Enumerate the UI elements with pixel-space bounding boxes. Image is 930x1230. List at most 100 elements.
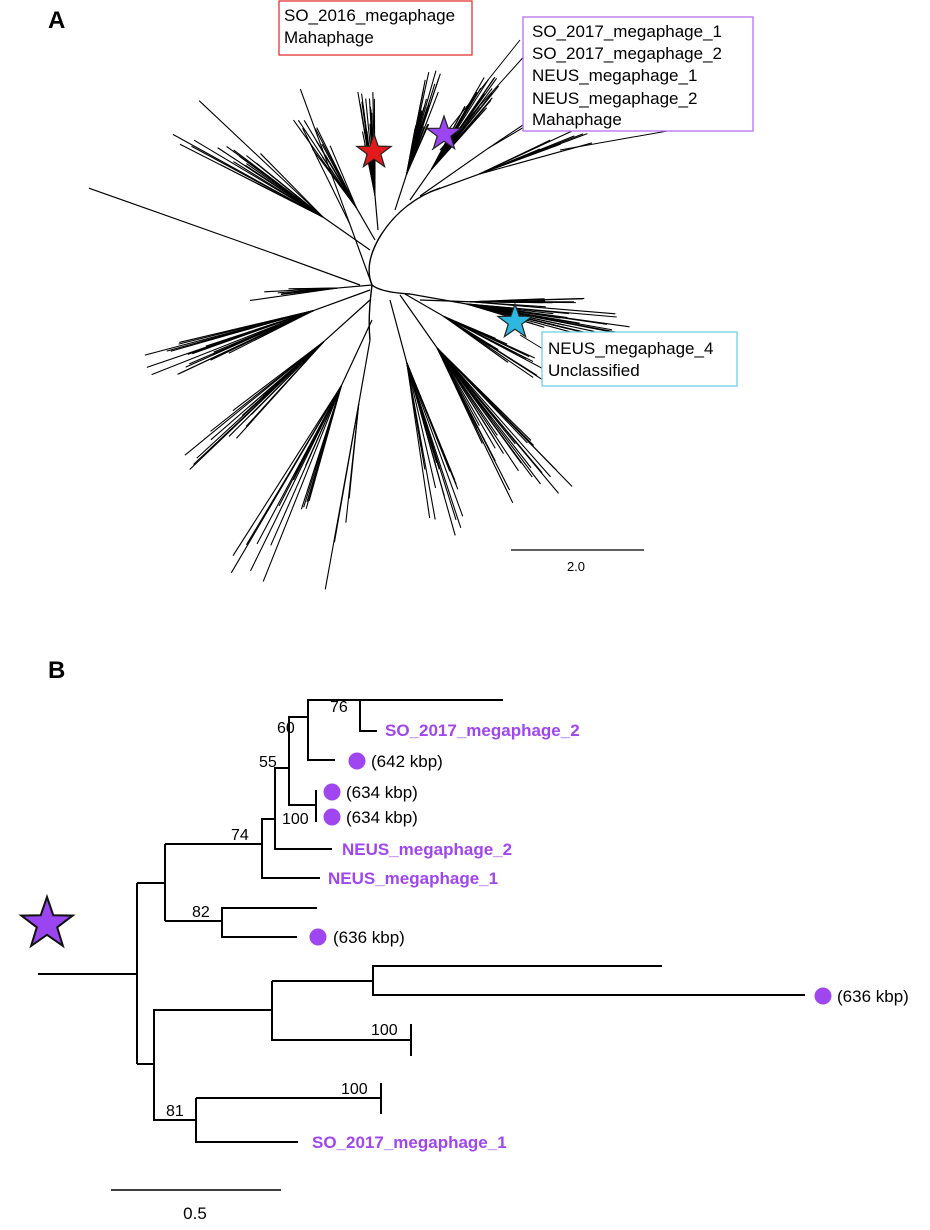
tree-branch (198, 100, 324, 218)
tree-branch (323, 299, 371, 343)
branch-60 (288, 716, 335, 768)
callout-blue: NEUS_megaphage_4 Unclassified (541, 331, 738, 387)
tree-branch (355, 207, 376, 241)
support-82: 82 (192, 904, 210, 921)
leaf-636-kbp-b: (636 kbp) (837, 987, 909, 1006)
star-purple-large-icon (18, 893, 76, 949)
callout-purple-line-2: SO_2017_megaphage_2 (532, 44, 722, 63)
support-100-b: 100 (371, 1022, 398, 1039)
tree-branch (406, 90, 424, 175)
star-purple-icon (425, 114, 463, 151)
tree-branch (436, 347, 498, 436)
tree-branch (228, 341, 324, 437)
tree-branch (439, 51, 529, 151)
tree-branch (399, 294, 438, 349)
tree-branch (88, 187, 274, 254)
leaf-dot-634-b (323, 808, 341, 826)
callout-purple-box (522, 16, 754, 132)
callout-purple-line-5: Mahaphage (532, 110, 622, 129)
tree-branch (406, 362, 431, 519)
tree-branch (409, 168, 433, 201)
tree-branch (280, 287, 338, 296)
tree-branch (210, 310, 314, 361)
leaf-dot-642 (348, 752, 366, 770)
tree-branch (349, 223, 373, 286)
tree-backbone (368, 187, 441, 341)
branch-upper (137, 844, 166, 921)
support-81: 81 (166, 1103, 184, 1120)
leaf-so2017-megaphage-2: SO_2017_megaphage_2 (385, 721, 580, 740)
leaf-dot-636-b (814, 987, 832, 1005)
star-red-icon (355, 132, 393, 169)
branch-lower (137, 1009, 272, 1121)
tree-branch (262, 385, 342, 582)
tree-branch (322, 216, 371, 251)
branch-long (271, 965, 805, 1041)
callout-blue-line-1: NEUS_megaphage_4 (548, 339, 713, 358)
support-76: 76 (330, 699, 348, 716)
tree-branch (469, 301, 576, 304)
callout-purple-line-1: SO_2017_megaphage_1 (532, 22, 722, 41)
tree-branch (431, 79, 489, 170)
tree-branch (443, 315, 535, 359)
tree-branch (259, 341, 324, 400)
leaf-636-kbp-a: (636 kbp) (333, 928, 405, 947)
panel-b-label: B (48, 657, 65, 684)
tree-branch (245, 385, 342, 546)
support-100-c: 100 (341, 1081, 368, 1098)
callout-purple-line-4: NEUS_megaphage_2 (532, 89, 697, 108)
leaf-634-kbp-b: (634 kbp) (346, 808, 418, 827)
callout-red-line-2: Mahaphage (284, 28, 374, 47)
leaf-642-kbp: (642 kbp) (371, 752, 443, 771)
tree-branch (348, 403, 360, 499)
tree-branch (246, 155, 324, 218)
tree-branch (406, 104, 431, 175)
tree-branch (321, 156, 357, 208)
leaf-dot-634-a (323, 783, 341, 801)
callout-purple-line-3: NEUS_megaphage_1 (532, 66, 697, 85)
tree-branch (270, 385, 342, 546)
support-55: 55 (259, 754, 277, 771)
branch-74 (165, 843, 320, 879)
leaf-634-kbp-a: (634 kbp) (346, 783, 418, 802)
leaf-dot-636-a (309, 928, 327, 946)
support-100-a: 100 (282, 811, 309, 828)
tree-branch (191, 145, 324, 218)
tree-branch (306, 385, 342, 502)
scale-bar-b-label: 0.5 (183, 1204, 207, 1223)
tree-branch (312, 148, 357, 208)
callout-red-line-1: SO_2016_megaphage (284, 6, 455, 25)
tree-branch (466, 303, 545, 328)
callout-red-box (278, 0, 473, 56)
tree-branch (232, 385, 342, 556)
star-blue-icon (496, 302, 534, 339)
leaf-neus-megaphage-2: NEUS_megaphage_2 (342, 840, 512, 859)
tree-branch (313, 289, 371, 312)
callout-blue-line-2: Unclassified (548, 361, 640, 380)
tree-branch (406, 362, 422, 448)
tree-branch (409, 293, 467, 305)
tree-branch (179, 309, 314, 344)
tree-branch (233, 161, 324, 218)
tree-branch (406, 362, 437, 489)
tree-branch (431, 124, 467, 170)
tree-branch (479, 133, 588, 175)
tree-branch (358, 339, 371, 405)
tree-branch (210, 341, 324, 432)
tree-branch (469, 301, 616, 315)
branch-76 (307, 699, 503, 732)
tree-branch (431, 76, 496, 170)
tree-branch (436, 347, 504, 454)
callout-blue-box (541, 331, 738, 387)
tree-branch (406, 362, 440, 470)
tree-branch (236, 341, 324, 439)
scale-bar-a-label: 2.0 (567, 559, 585, 574)
leaf-neus-megaphage-1: NEUS_megaphage_1 (328, 869, 498, 888)
tree-branch (466, 303, 580, 324)
tree-branch (443, 316, 491, 348)
tree-branch (205, 309, 314, 347)
callout-red: SO_2016_megaphage Mahaphage (278, 0, 473, 56)
tree-branch (429, 173, 480, 193)
tree-branch (189, 341, 324, 470)
